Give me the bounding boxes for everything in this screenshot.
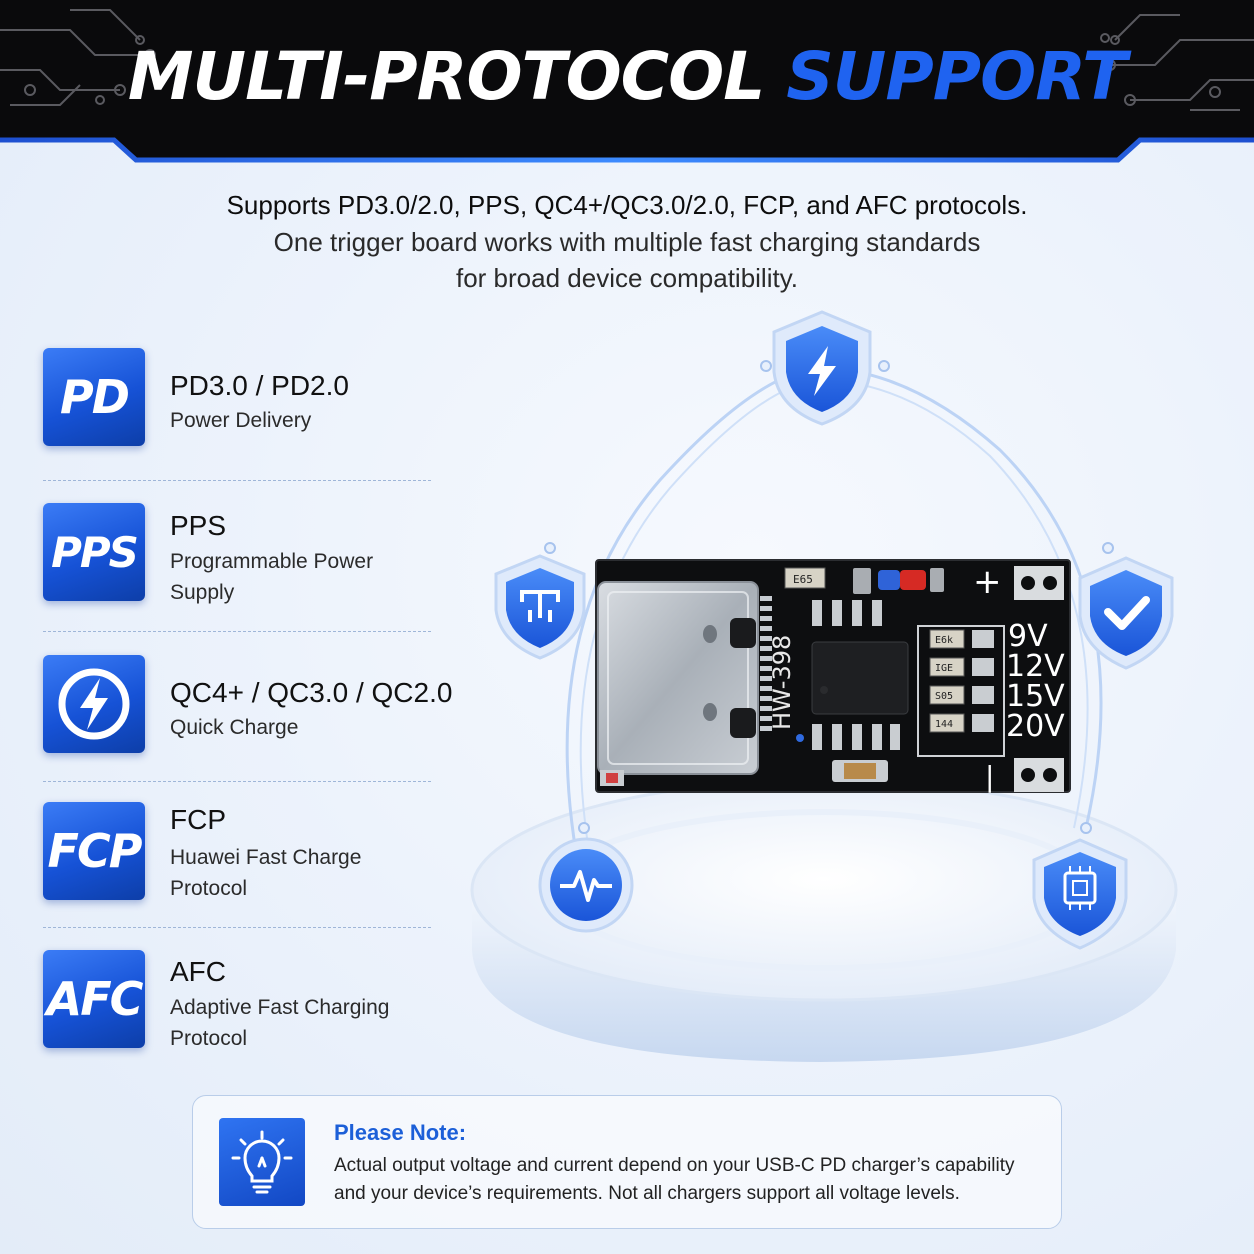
qc-badge [43, 655, 145, 753]
divider [43, 927, 431, 928]
pedestal [470, 778, 1178, 1062]
intro-line3: for broad device compatibility. [455, 263, 798, 293]
intro-line2: One trigger board works with multiple fa… [273, 227, 981, 257]
circuit-traces-left [0, 9, 156, 106]
minus-mark: | [985, 760, 994, 793]
voltage-20v: 20V [1006, 709, 1065, 744]
circuit-traces-right [1100, 14, 1254, 111]
note-icon-box [219, 1118, 305, 1206]
title-part1: MULTI-PROTOCOL [127, 38, 765, 115]
page-title: MULTI-PROTOCOL SUPPORT [0, 38, 1254, 115]
afc-badge: AFC [43, 950, 145, 1048]
note-line1: Actual output voltage and current depend… [334, 1155, 1015, 1176]
protocol-name: QC4+ / QC3.0 / QC2.0 [170, 677, 453, 708]
fcp-badge-label: FCP [47, 824, 143, 878]
note-heading: Please Note: [334, 1120, 467, 1145]
pulse-icon [538, 837, 634, 933]
header-background [0, 0, 1254, 163]
resistor-code: 144 [935, 719, 953, 730]
lightbulb-icon [231, 1130, 293, 1194]
divider [43, 781, 431, 782]
product-illustration: HW-398 E65 + | [470, 310, 1178, 1062]
resistor-code: E6k [935, 635, 953, 646]
protocol-desc: Adaptive Fast Charging Protocol [170, 996, 390, 1050]
protocol-name: PD3.0 / PD2.0 [170, 370, 349, 401]
protocol-desc: Huawei Fast Charge Protocol [170, 846, 362, 900]
protocol-name: PPS [170, 510, 227, 541]
pps-badge-label: PPS [51, 527, 139, 577]
circuit-shield-icon [494, 554, 586, 660]
protocol-desc: Power Delivery [170, 409, 312, 432]
lightning-circle-icon [58, 668, 130, 740]
product-graphic: HW-398 E65 + | [460, 300, 1220, 1080]
protocol-desc: Programmable Power Supply [170, 550, 374, 604]
protocol-desc: Quick Charge [170, 716, 299, 739]
resistor-code: E65 [793, 573, 813, 586]
chip-shield-icon [1032, 838, 1128, 950]
afc-badge-label: AFC [46, 972, 144, 1026]
voltage-15v: 15V [1006, 679, 1065, 714]
resistor-code: S05 [935, 691, 953, 702]
intro-line1: Supports PD3.0/2.0, PPS, QC4+/QC3.0/2.0,… [226, 190, 1028, 220]
note-body: Actual output voltage and current depend… [334, 1152, 1015, 1208]
pd-badge: PD [43, 348, 145, 446]
voltage-9v: 9V [1008, 619, 1048, 654]
check-shield-icon [1078, 556, 1174, 670]
divider [43, 631, 431, 632]
usb-c-connector [597, 581, 772, 775]
plus-mark: + [973, 562, 1002, 602]
voltage-12v: 12V [1006, 649, 1065, 684]
header-banner: MULTI-PROTOCOL SUPPORT [0, 0, 1254, 170]
fcp-badge: FCP [43, 802, 145, 900]
pd-badge-label: PD [60, 370, 130, 424]
note-box: Please Note: Actual output voltage and c… [192, 1095, 1062, 1229]
model-label: HW-398 [768, 635, 796, 730]
pcb-board: HW-398 E65 + | [595, 559, 1071, 793]
note-line2: and your device’s requirements. Not all … [334, 1183, 960, 1204]
protocol-name: AFC [170, 956, 226, 987]
resistor-code: IGE [935, 663, 953, 674]
title-part2: SUPPORT [786, 38, 1127, 115]
pps-badge: PPS [43, 503, 145, 601]
divider [43, 480, 431, 481]
lightning-shield-icon [772, 310, 872, 426]
protocol-name: FCP [170, 804, 226, 835]
